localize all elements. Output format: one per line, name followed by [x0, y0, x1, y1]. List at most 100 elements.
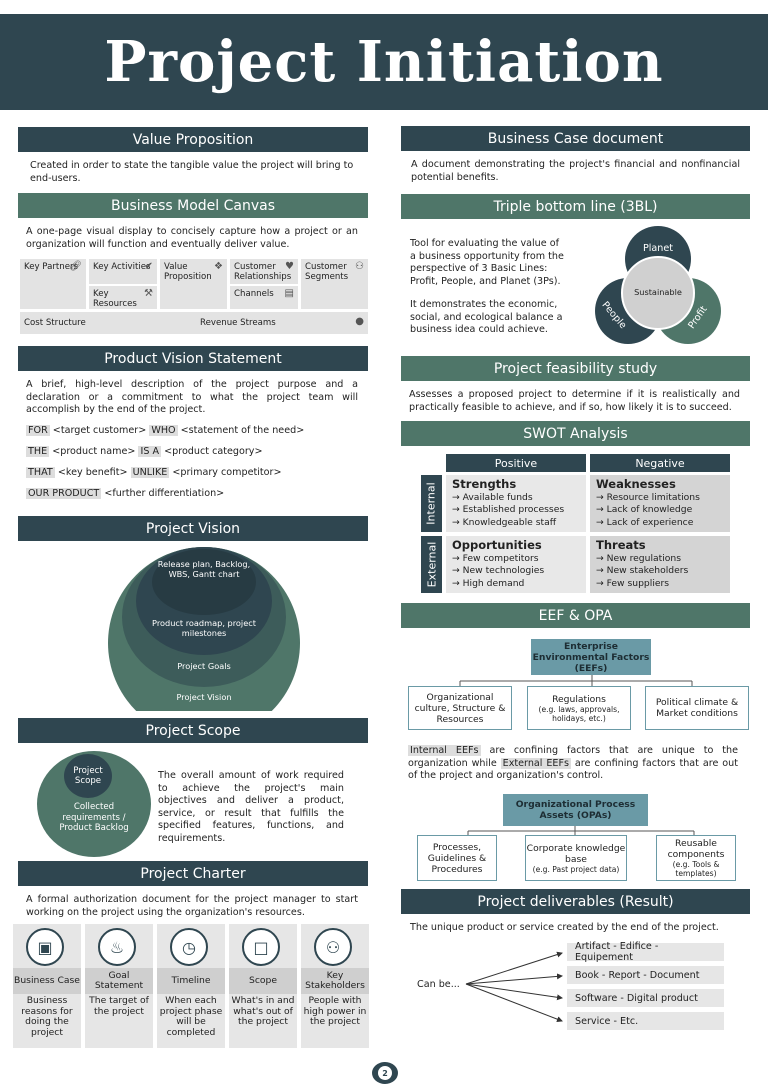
pvs-placeholder: <product category>: [161, 446, 263, 457]
pvs-keyword: THAT: [26, 467, 55, 478]
project-scope-heading: Project Scope: [18, 718, 368, 743]
opa-child-box: Reusable components(e.g. Tools & templat…: [656, 835, 736, 881]
triple-bottom-line-heading: Triple bottom line (3BL): [401, 194, 750, 219]
opa-child-main: Corporate knowledge base: [526, 842, 626, 865]
thermometer-icon: ♨: [98, 928, 136, 966]
project-vision-diagram: Release plan, Backlog, WBS, Gantt chart …: [108, 547, 300, 711]
bmc-revenue-streams-label: Revenue Streams: [200, 318, 276, 328]
swot-item-text: High demand: [462, 577, 525, 589]
people-icon: ⚇: [314, 928, 352, 966]
bmc-key-partners-label: Key Partners: [24, 262, 79, 272]
deliverables-arrows: [465, 951, 563, 1023]
pvs-line: THAT <key benefit> UNLIKE <primary compe…: [26, 462, 358, 483]
eef-child-sub: (e.g. laws, approvals, holidays, etc.): [538, 704, 620, 723]
business-model-canvas: Key Partners🔗︎ Key Activities✔ Key Resou…: [18, 257, 368, 337]
pvs-keyword: UNLIKE: [130, 467, 170, 478]
swot-threats: Threats → New regulations → New stakehol…: [590, 536, 730, 593]
bmc-value-proposition-label: Value Proposition: [164, 262, 212, 282]
clock-icon: ◷: [170, 928, 208, 966]
swot-item: → Knowledgeable staff: [452, 516, 557, 528]
eef-opa-heading: EEF & OPA: [401, 603, 750, 628]
swot-item: → New technologies: [452, 565, 545, 576]
tbl-text-1: Tool for evaluating the value of a busin…: [410, 238, 564, 287]
opa-child-main: Reusable components: [667, 838, 725, 860]
charter-item-label: Business Case: [13, 968, 81, 994]
opa-child-box: Processes, Guidelines & Procedures: [417, 835, 497, 881]
deliverables-heading: Project deliverables (Result): [401, 889, 750, 914]
swot-heading: SWOT Analysis: [401, 421, 750, 446]
pvs-keyword: OUR PRODUCT: [26, 488, 102, 499]
heart-icon: ♥: [285, 261, 294, 272]
opa-child-sub: (e.g. Past project data): [532, 864, 620, 874]
swot-strengths-title: Strengths: [452, 477, 517, 491]
triple-bottom-line-diagram: Planet Sustainable People Profit: [595, 226, 721, 344]
planet-label: Planet: [643, 243, 673, 254]
bmc-channels: Channels ▤: [230, 286, 298, 309]
charter-item-label: Key Stakeholders: [301, 968, 369, 994]
project-charter-heading: Project Charter: [18, 861, 368, 886]
bmc-key-resources-label: Key Resources: [93, 289, 137, 309]
pvs-keyword: THE: [26, 446, 50, 457]
swot-external-text: External: [425, 541, 439, 588]
page-title: Project Initiation: [0, 14, 768, 110]
check-icon: ✔: [144, 261, 153, 272]
scope-inner-circle: Project Scope: [64, 754, 112, 798]
briefcase-icon: ▣: [26, 928, 64, 966]
bmc-customer-segments: Customer Segments⚇: [301, 259, 368, 309]
scope-text: The overall amount of work required to a…: [158, 770, 344, 844]
page-number: 2: [378, 1066, 392, 1080]
bmc-heading: Business Model Canvas: [18, 193, 368, 218]
eef-keyword-external: External EEFs: [500, 757, 571, 769]
bmc-key-activities-label: Key Activities: [93, 262, 151, 272]
swot-threats-title: Threats: [596, 538, 646, 552]
bmc-key-partners: Key Partners🔗︎: [20, 259, 86, 309]
eef-child-box: Organizational culture, Structure & Reso…: [408, 686, 512, 730]
swot-internal-label: Internal: [421, 475, 442, 532]
swot-internal-text: Internal: [425, 482, 438, 525]
deliverable-item: Software - Digital product: [567, 989, 724, 1007]
bmc-key-resources: Key Resources⚒: [89, 286, 157, 309]
scope-outer-label: Collected requirements / Product Backlog: [59, 802, 129, 833]
square-icon: □: [242, 928, 280, 966]
swot-opportunities-title: Opportunities: [452, 538, 542, 552]
bmc-channels-label: Channels: [234, 289, 274, 299]
charter-item-desc: The target of the project: [89, 995, 149, 1017]
swot-item-text: Resource limitations: [606, 491, 700, 503]
vision-goals-label: Project Goals: [177, 661, 231, 671]
swot-item-text: New stakeholders: [606, 565, 689, 576]
swot-item: → Lack of knowledge: [596, 504, 693, 515]
vision-roadmap-label: Product roadmap, project milestones: [152, 618, 256, 638]
vision-ring-release: [152, 549, 256, 615]
swot-item: → Resource limitations: [596, 491, 700, 503]
swot-item-text: Knowledgeable staff: [462, 516, 557, 528]
swot-strengths: Strengths → Available funds → Establishe…: [446, 475, 586, 532]
gift-icon: ❖: [214, 261, 223, 272]
eef-keyword-internal: Internal EEFs: [408, 745, 481, 756]
feasibility-text: Assesses a proposed project to determine…: [409, 389, 740, 413]
swot-opportunities: Opportunities → Few competitors → New te…: [446, 536, 586, 593]
truck-icon: ▤: [284, 288, 294, 299]
swot-item: → Few competitors: [452, 552, 539, 564]
pvs-placeholder: <key benefit>: [54, 467, 131, 478]
charter-item-desc: People with high power in the project: [303, 995, 367, 1027]
link-icon: 🔗︎: [69, 261, 82, 272]
eef-child-box: Political climate & Market conditions: [645, 686, 749, 730]
charter-item: □ Scope What's in and what's out of the …: [229, 924, 297, 1048]
charter-item-label: Scope: [229, 968, 297, 994]
bmc-cost-structure: Cost Structure◆: [20, 312, 208, 334]
swot-item: → New regulations: [596, 552, 682, 564]
tbl-text-2: It demonstrates the economic, social, an…: [410, 299, 563, 335]
charter-item-desc: When each project phase will be complete…: [159, 995, 223, 1038]
opa-box: Organizational Process Assets (OPAs): [503, 794, 648, 826]
pvs-placeholder: <further differentiation>: [101, 488, 225, 499]
swot-weaknesses: Weaknesses → Resource limitations → Lack…: [590, 475, 730, 532]
swot-item-text: Available funds: [462, 491, 533, 503]
swot-item-text: Lack of experience: [606, 516, 694, 528]
swot-item: → Few suppliers: [596, 577, 670, 589]
charter-item: ▣ Business Case Business reasons for doi…: [13, 924, 81, 1048]
bmc-key-activities: Key Activities✔: [89, 259, 157, 284]
eef-text: Internal EEFs are confining factors that…: [408, 745, 738, 783]
charter-text: A formal authorization document for the …: [26, 894, 358, 918]
eef-opa-connectors: [459, 675, 695, 835]
pvs-placeholder: <product name>: [49, 446, 139, 457]
